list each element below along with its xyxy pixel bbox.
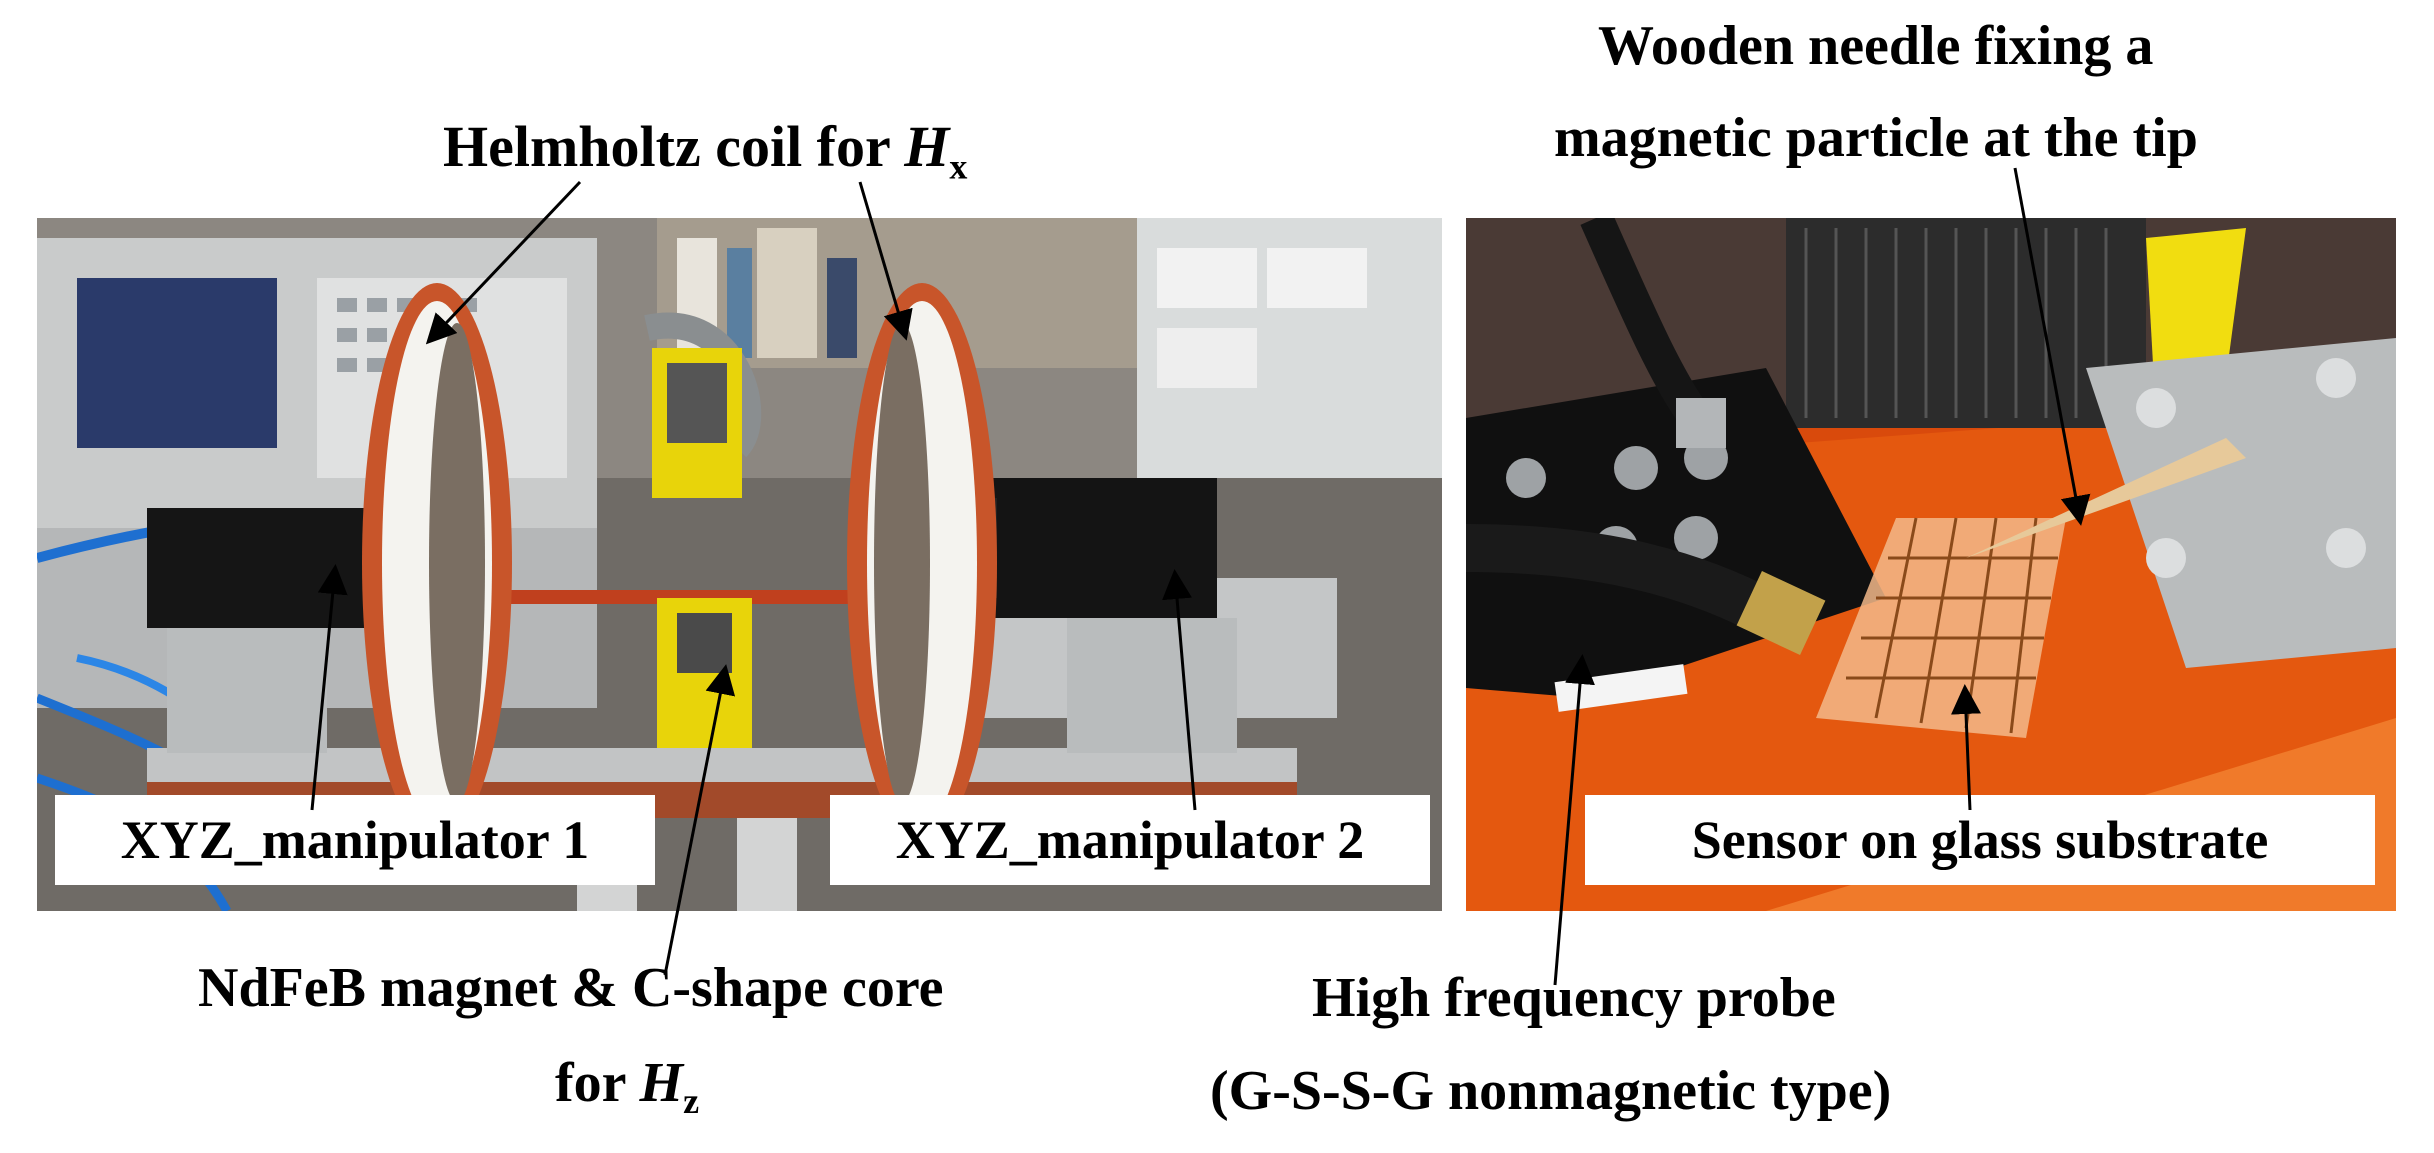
wooden-needle-label-line2: magnetic particle at the tip [1554,107,2198,169]
ndfeb-magnet-label-line2: for Hz [555,1052,700,1122]
xyz-manipulator-2-label: XYZ_manipulator 2 [830,795,1430,885]
sensor-substrate-label: Sensor on glass substrate [1585,795,2375,885]
ndfeb-magnet-label-line1: NdFeB magnet & C-shape core [198,957,944,1019]
xyz-manipulator-1-label: XYZ_manipulator 1 [55,795,655,885]
high-frequency-probe-label-line2: (G-S-S-G nonmagnetic type) [1210,1060,1892,1122]
helmholtz-coil-label: Helmholtz coil for Hx [443,114,968,187]
high-frequency-probe-label-line1: High frequency probe [1312,967,1836,1029]
wooden-needle-label-line1: Wooden needle fixing a [1598,15,2154,77]
